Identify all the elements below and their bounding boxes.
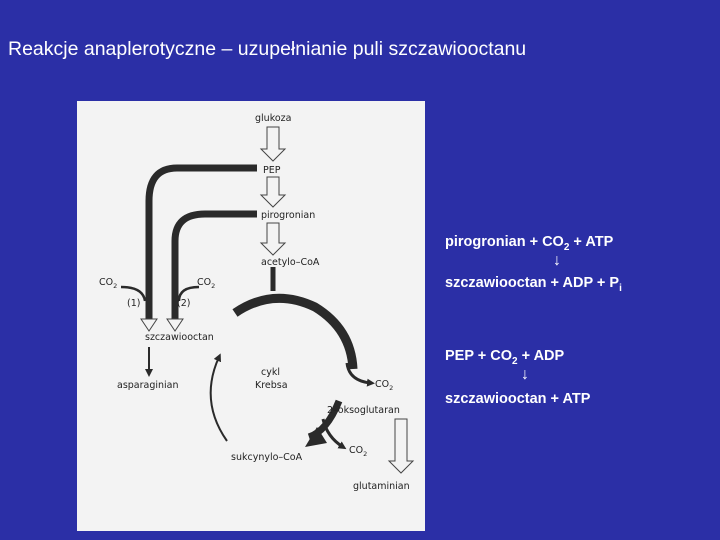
metabolic-diagram: glukoza PEP pirogronian acetylo–CoA CO2 … bbox=[77, 101, 425, 531]
reaction-1-products-a: szczawiooctan + ADP + P bbox=[445, 275, 620, 291]
co2-out-right bbox=[345, 362, 375, 387]
reaction-2-substrates-b: + ADP bbox=[517, 348, 565, 364]
label-pirogronian: pirogronian bbox=[261, 210, 315, 221]
pathway-pirogronian-to-szczawiooctan bbox=[171, 210, 257, 319]
krebs-arrowhead-sukcynylo bbox=[305, 427, 327, 447]
reaction-1-products-sub: i bbox=[619, 282, 622, 294]
label-cykl: cykl bbox=[261, 367, 280, 378]
label-co2-mid: CO2 bbox=[197, 277, 215, 290]
hollow-arrow-glukoza-pep bbox=[259, 126, 287, 162]
reaction-1-substrates: pirogronian + CO2 + ATP bbox=[445, 234, 613, 253]
hollow-arrow-glutaminian bbox=[387, 418, 415, 474]
reaction-2-sub: 2 bbox=[512, 355, 518, 367]
reaction-2-products-a: szczawiooctan + ATP bbox=[445, 391, 591, 407]
reaction-2-products: szczawiooctan + ATP bbox=[445, 391, 590, 407]
label-krebsa: Krebsa bbox=[255, 380, 288, 391]
hollow-arrow-head-2 bbox=[166, 318, 184, 332]
label-path-1: (1) bbox=[127, 298, 140, 309]
reaction-1-arrow: ↓ bbox=[553, 252, 561, 269]
pathway-pep-to-szczawiooctan bbox=[145, 164, 257, 319]
co2-inflow-mid bbox=[177, 285, 200, 302]
slide-title: Reakcje anaplerotyczne – uzupełnianie pu… bbox=[8, 38, 527, 60]
diagram-canvas: glukoza PEP pirogronian acetylo–CoA CO2 … bbox=[99, 113, 415, 492]
label-oksoglutaran: 2–oksoglutaran bbox=[327, 405, 400, 416]
krebs-cycle-arc bbox=[232, 293, 358, 370]
co2-out-bottom bbox=[321, 418, 347, 450]
reaction-2-substrates: PEP + CO2 + ADP bbox=[445, 348, 564, 367]
reaction-1-substrates-a: pirogronian + CO bbox=[445, 234, 564, 250]
label-pep: PEP bbox=[263, 165, 281, 176]
reaction-1-sub: 2 bbox=[563, 241, 570, 253]
co2-inflow-left bbox=[120, 285, 147, 302]
reaction-2-substrates-a: PEP + CO bbox=[445, 348, 513, 364]
reaction-2-arrow: ↓ bbox=[521, 366, 529, 383]
label-asparaginian: asparaginian bbox=[117, 380, 179, 391]
label-co2-left: CO2 bbox=[99, 277, 117, 290]
hollow-arrow-pirogronian-acetylo bbox=[259, 222, 287, 256]
label-glutaminian: glutaminian bbox=[353, 481, 410, 492]
label-co2-right: CO2 bbox=[375, 379, 393, 392]
hollow-arrow-pep-pirogronian bbox=[259, 176, 287, 208]
label-path-2: (2) bbox=[177, 298, 190, 309]
hollow-arrow-head-1 bbox=[140, 318, 158, 332]
label-sukcynylo-coa: sukcynylo–CoA bbox=[231, 452, 303, 463]
label-co2-bottom: CO2 bbox=[349, 445, 367, 458]
label-szczawiooctan: szczawiooctan bbox=[145, 332, 214, 343]
reaction-1-products: szczawiooctan + ADP + Pi bbox=[445, 275, 622, 294]
krebs-cycle-thin-arc bbox=[209, 353, 228, 442]
reaction-1-substrates-b: + ATP bbox=[569, 234, 614, 250]
label-glukoza: glukoza bbox=[255, 113, 291, 124]
label-acetylo-coa: acetylo–CoA bbox=[261, 257, 320, 268]
